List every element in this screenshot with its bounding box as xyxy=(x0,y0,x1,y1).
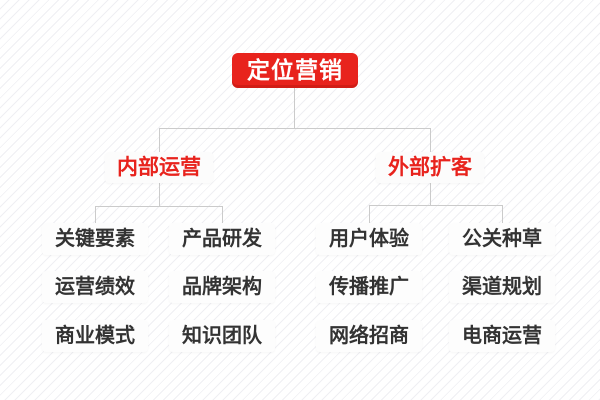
connector-drop-external-col2 xyxy=(502,205,503,224)
connector-internal-crossbar xyxy=(95,206,222,207)
connector-external-stem xyxy=(430,183,431,205)
leaf-node: 网络招商 xyxy=(316,320,422,352)
connector-drop-internal xyxy=(159,128,160,153)
connector-root-crossbar xyxy=(159,128,431,129)
leaf-node: 电商运营 xyxy=(449,320,555,352)
leaf-node: 公关种草 xyxy=(449,223,555,255)
branch-node-internal: 内部运营 xyxy=(105,152,213,183)
root-node: 定位营销 xyxy=(232,53,358,88)
leaf-node: 运营绩效 xyxy=(42,271,148,303)
leaf-node: 商业模式 xyxy=(42,320,148,352)
connector-root-stem xyxy=(294,88,295,128)
leaf-node: 用户体验 xyxy=(316,223,422,255)
connector-internal-stem xyxy=(159,183,160,206)
leaf-node: 渠道规划 xyxy=(449,271,555,303)
leaf-node: 品牌架构 xyxy=(169,271,275,303)
leaf-node: 传播推广 xyxy=(316,271,422,303)
leaf-node: 关键要素 xyxy=(42,223,148,255)
connector-drop-internal-col2 xyxy=(222,206,223,224)
connector-drop-external xyxy=(430,128,431,153)
branch-node-external: 外部扩客 xyxy=(376,152,484,183)
connector-external-crossbar xyxy=(369,205,502,206)
connector-drop-external-col1 xyxy=(369,205,370,224)
connector-drop-internal-col1 xyxy=(95,206,96,224)
leaf-node: 知识团队 xyxy=(169,320,275,352)
leaf-node: 产品研发 xyxy=(169,223,275,255)
